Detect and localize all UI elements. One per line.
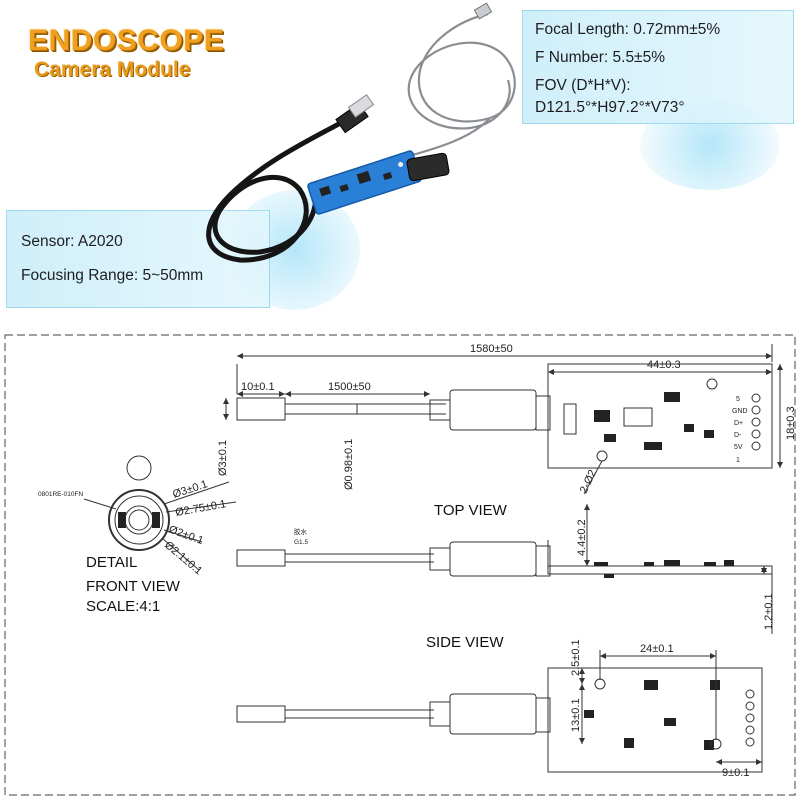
fov-value-spec: D121.5°*H97.2°*V73° — [535, 99, 685, 116]
bottom-view-pads — [594, 678, 755, 750]
dim-board-length: 44±0.3 — [647, 359, 681, 371]
dim-hole-span: 13±0.1 — [570, 698, 582, 732]
cable-glue-note: 胶水 — [294, 527, 308, 536]
scale-label: SCALE:4:1 — [86, 598, 161, 615]
cable-glue-note-2: G1.5 — [294, 539, 308, 546]
camera-tip — [473, 2, 493, 20]
dim-board-thickness: 1.2±0.1 — [763, 593, 775, 630]
focal-length-spec: Focal Length: 0.72mm±5% — [535, 21, 721, 38]
pin-label: GND — [732, 408, 748, 415]
dim-tip-length: 10±0.1 — [241, 381, 275, 393]
product-photo — [206, 2, 516, 263]
dim-hole-offset: 2.5±0.1 — [570, 639, 582, 676]
side-view-components — [594, 560, 734, 578]
dimension-labels: 1580±50 44±0.3 10±0.1 1500±50 Ø3±0.1 Ø0.… — [162, 343, 796, 779]
dim-board-width: 18±0.3 — [785, 406, 796, 440]
detail-label: DETAIL — [86, 554, 138, 571]
top-view-components — [563, 392, 714, 450]
f-number-spec: F Number: 5.5±5% — [535, 49, 665, 66]
top-view-assembly — [236, 363, 773, 469]
technical-drawing: 1580±50 44±0.3 10±0.1 1500±50 Ø3±0.1 Ø0.… — [4, 334, 796, 796]
pcb-board — [307, 150, 422, 215]
usb-plug-metal — [347, 94, 375, 118]
dim-hole-diameter: 2-Ø2 — [578, 468, 599, 495]
small-notes: 0801RE-010FN 胶水 G1.5 — [38, 491, 308, 546]
product-banner: ENDOSCOPE Camera Module Focal Length: 0.… — [0, 0, 800, 332]
dim-cable-diameter: Ø0.98±0.1 — [343, 439, 355, 490]
dim-height-top: 4.4±0.2 — [576, 519, 588, 556]
dim-tip-diameter: Ø3±0.1 — [217, 440, 229, 476]
top-view-pads — [596, 378, 761, 462]
front-view-label: FRONT VIEW — [86, 578, 180, 595]
pin-label: D+ — [734, 420, 743, 427]
dim-detail-d2: Ø2.75±0.1 — [174, 498, 227, 519]
sensor-spec: Sensor: A2020 — [21, 233, 123, 250]
top-view-label: TOP VIEW — [434, 502, 507, 519]
dim-cable-length: 1500±50 — [328, 381, 371, 393]
detail-part-note: 0801RE-010FN — [38, 491, 83, 498]
pin-label: D- — [734, 432, 742, 439]
dim-hole-spacing: 24±0.1 — [640, 643, 674, 655]
pin-one-label: 1 — [736, 457, 740, 464]
pin-label: 5 — [736, 396, 740, 403]
typec-connector — [406, 152, 450, 182]
pin-labels: 5 GND D+ D- 5V 1 — [732, 396, 748, 464]
drawing-canvas: 1580±50 44±0.3 10±0.1 1500±50 Ø3±0.1 Ø0.… — [4, 334, 796, 796]
fov-label-spec: FOV (D*H*V): — [535, 77, 631, 94]
side-view-label: SIDE VIEW — [426, 634, 504, 651]
focusing-range-spec: Focusing Range: 5~50mm — [21, 267, 204, 284]
dim-pad-offset: 9±0.1 — [722, 767, 749, 779]
top-view-dimension-lines — [223, 344, 783, 495]
optics-spec-box: Focal Length: 0.72mm±5% F Number: 5.5±5%… — [522, 10, 794, 124]
bottom-view-dimension-lines — [579, 650, 762, 765]
product-subtitle: Camera Module — [34, 58, 191, 81]
side-view-dimension-lines — [584, 504, 773, 634]
drawing-frame — [4, 334, 796, 796]
side-view-assembly — [236, 540, 773, 577]
detail-front-view — [83, 455, 237, 571]
bottom-view-components — [584, 680, 720, 750]
steel-cable-coil — [401, 12, 516, 160]
dim-detail-d1: Ø3±0.1 — [171, 478, 209, 501]
pin-label: 5V — [734, 444, 743, 451]
dim-overall-length: 1580±50 — [470, 343, 513, 355]
product-title: ENDOSCOPE — [28, 24, 225, 57]
bottom-view-assembly — [236, 667, 763, 773]
